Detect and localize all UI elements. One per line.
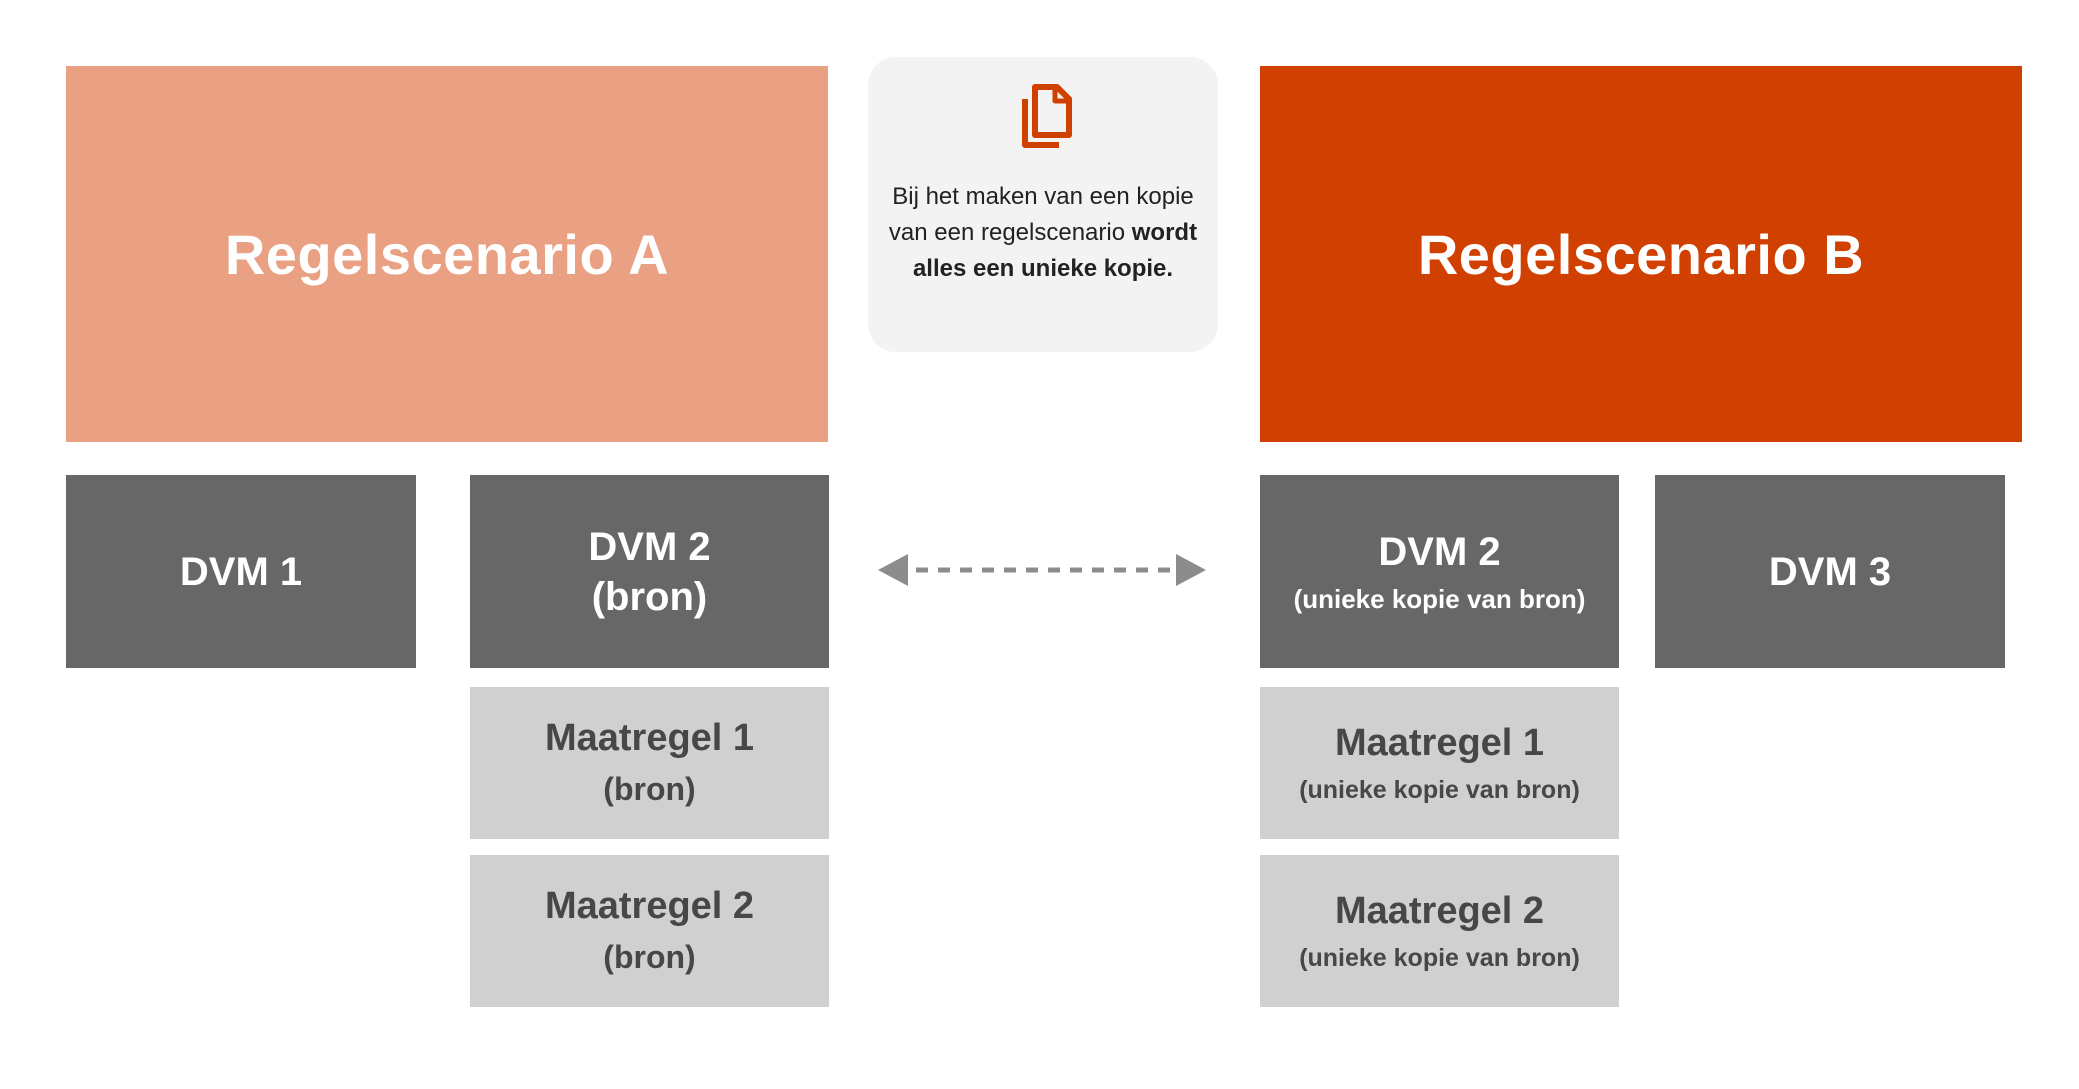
measure-1-source-box: Maatregel 1 (bron) <box>470 687 829 839</box>
copy-info-text-regular: Bij het maken van een kopie van een rege… <box>888 183 1194 246</box>
dvm-2-copy-box: DVM 2 (unieke kopie van bron) <box>1260 475 1619 668</box>
scenario-b-header: Regelscenario B <box>1260 66 2022 442</box>
measure-1-source-sublabel: (bron) <box>603 770 696 807</box>
measure-2-copy-box: Maatregel 2 (unieke kopie van bron) <box>1260 855 1619 1007</box>
dvm-3-box: DVM 3 <box>1655 475 2005 668</box>
measure-2-source-sublabel: (bron) <box>603 938 696 975</box>
dvm-2-copy-label: DVM 2 <box>1378 529 1501 574</box>
measure-1-copy-label: Maatregel 1 <box>1334 722 1545 764</box>
dvm-2-copy-sublabel: (unieke kopie van bron) <box>1293 583 1586 614</box>
measure-1-copy-box: Maatregel 1 (unieke kopie van bron) <box>1260 687 1619 839</box>
dvm-2-source-box: DVM 2 (bron) <box>470 475 829 668</box>
measure-2-copy-sublabel: (unieke kopie van bron) <box>1299 943 1580 972</box>
scenario-a-header: Regelscenario A <box>66 66 828 442</box>
scenario-b-title: Regelscenario B <box>1417 222 1865 286</box>
copy-icon <box>1022 84 1072 148</box>
measure-2-source-box: Maatregel 2 (bron) <box>470 855 829 1007</box>
measure-2-copy-label: Maatregel 2 <box>1334 890 1545 932</box>
copy-info-text-bold: wordt alles een unieke kopie. <box>912 219 1198 282</box>
scenario-a-title: Regelscenario A <box>224 222 670 286</box>
dvm-2-source-label: DVM 2 <box>588 524 711 569</box>
measure-2-source-label: Maatregel 2 <box>544 885 755 928</box>
dvm-3-label: DVM 3 <box>1768 549 1892 594</box>
bidirectional-dashed-arrow <box>878 554 1206 586</box>
copy-info-card: Bij het maken van een kopie van een rege… <box>868 57 1218 352</box>
measure-1-source-label: Maatregel 1 <box>544 717 755 760</box>
measure-1-copy-sublabel: (unieke kopie van bron) <box>1299 775 1580 804</box>
copy-info-text: Bij het maken van een kopie van een rege… <box>888 179 1198 287</box>
dvm-1-label: DVM 1 <box>179 549 303 594</box>
dvm-1-box: DVM 1 <box>66 475 416 668</box>
dvm-2-source-sublabel: (bron) <box>591 574 708 619</box>
